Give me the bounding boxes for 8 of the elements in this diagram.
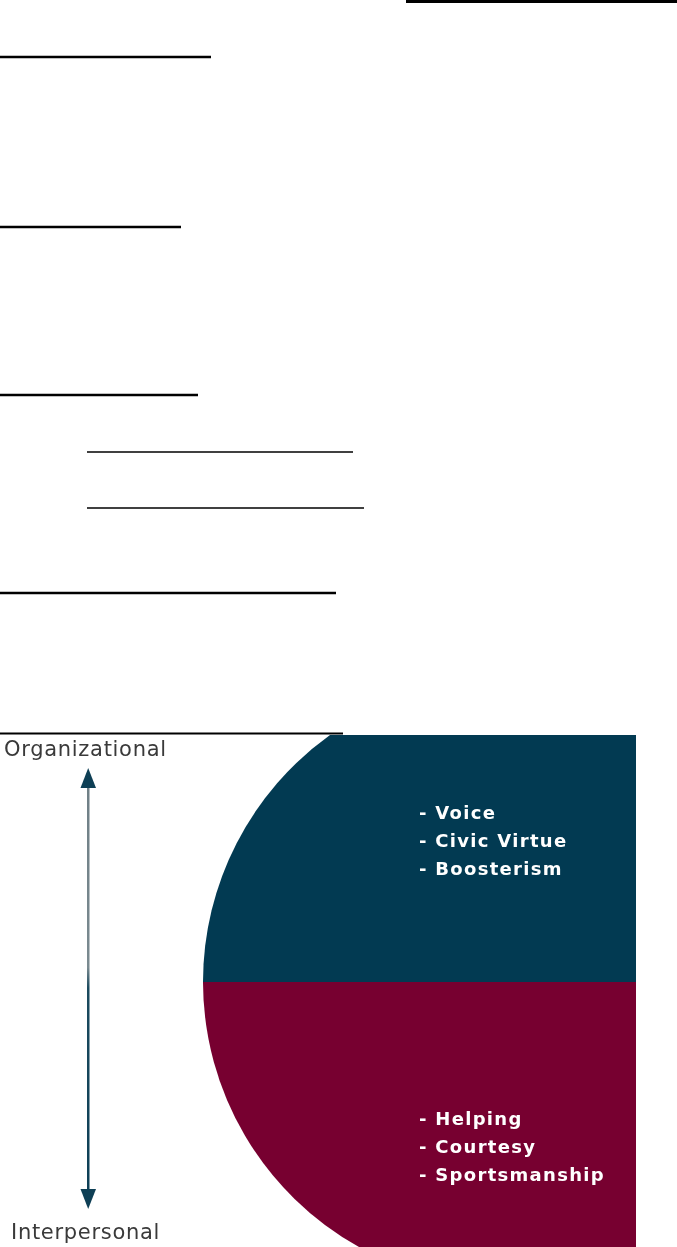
list-item-text: - Civic Virtue [419,829,568,853]
axis-end-label: Interpersonal [11,1220,161,1244]
axis-end-label: Organizational [4,737,167,761]
list-item-text: - Courtesy [419,1135,537,1159]
list-item-text: - Helping [419,1107,523,1131]
list-item-text: - Boosterism [419,857,563,881]
list-item-text: - Sportsmanship [419,1163,605,1187]
list-item-text: - Voice [419,801,497,825]
